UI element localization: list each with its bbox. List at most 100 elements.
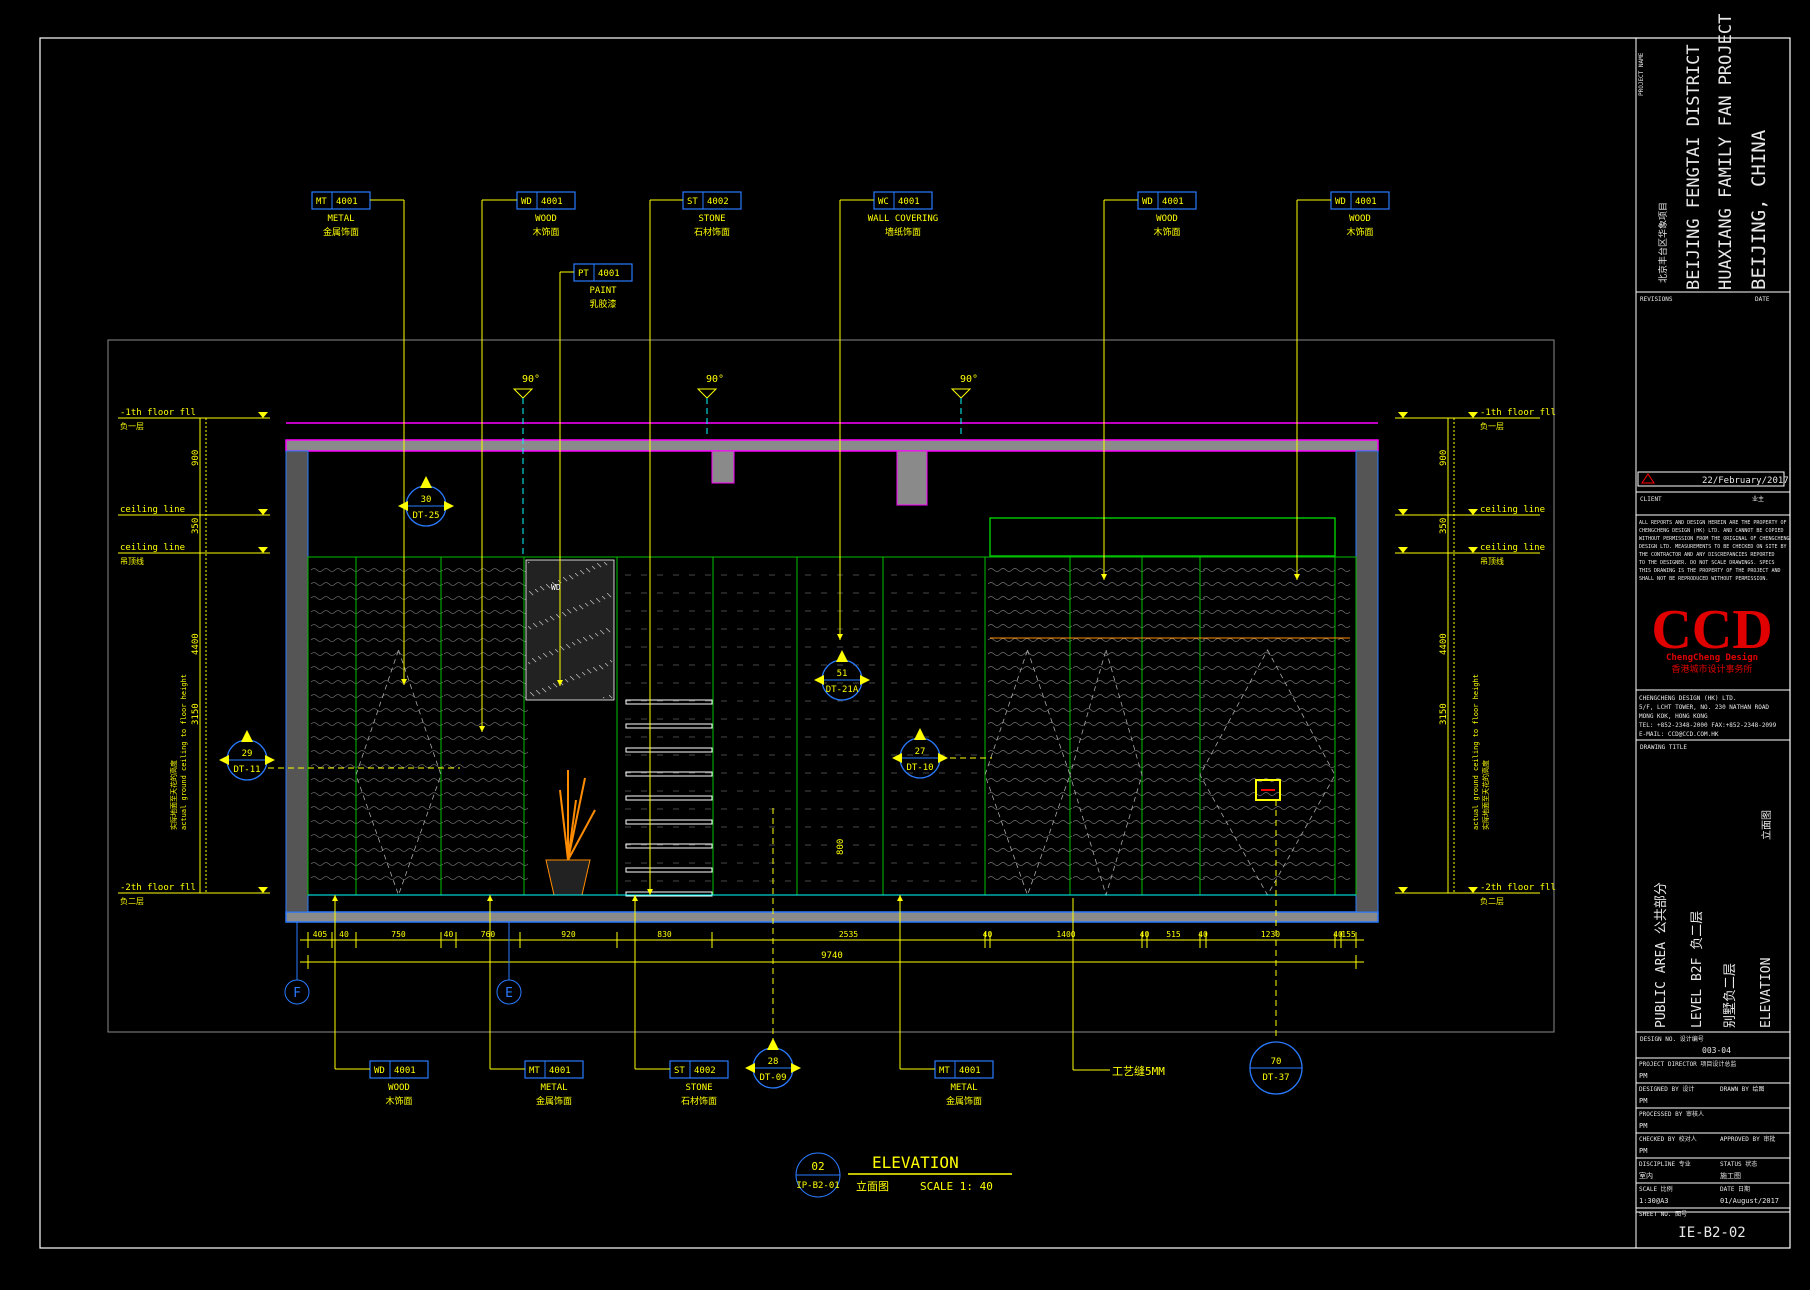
stone-speckle — [602, 668, 604, 670]
level-label-right-cn: 负一层 — [1480, 421, 1504, 431]
stone-speckle — [589, 671, 591, 673]
section-arrow-icon — [860, 675, 870, 685]
stone-speckle — [575, 573, 577, 575]
stone-speckle — [546, 656, 548, 658]
wood-grain — [358, 708, 444, 712]
wood-grain — [358, 834, 444, 838]
section-ref: DT-21A — [826, 685, 859, 695]
title-number: 02 — [811, 1160, 824, 1173]
wood-grain — [443, 806, 529, 810]
stone-speckle — [582, 672, 584, 674]
stone-speckle — [528, 562, 530, 564]
decor — [545, 770, 1281, 896]
stone-speckle — [568, 610, 570, 612]
titleblock-row-value2: 01/August/2017 — [1720, 1197, 1779, 1205]
stone-speckle — [591, 601, 593, 603]
angle-mark-label: 90° — [960, 374, 978, 385]
section-arrow-icon — [892, 753, 902, 763]
wood-grain — [1202, 722, 1336, 726]
level-triangle-icon — [1398, 547, 1408, 553]
stone-speckle — [545, 655, 547, 657]
stone-speckle — [606, 628, 608, 630]
callout-top-cn: 金属饰面 — [323, 226, 359, 238]
wood-grain — [1144, 638, 1206, 642]
stone-speckle — [581, 571, 583, 573]
section-number: 29 — [242, 749, 253, 759]
stone-speckle — [533, 623, 535, 625]
wood-grain — [1337, 722, 1351, 726]
wood-grain — [1337, 764, 1351, 768]
wood-grain — [1337, 652, 1351, 656]
stone-speckle — [552, 582, 554, 584]
drawing-title-line-4: ELEVATION — [1759, 958, 1774, 1028]
stone-speckle — [604, 598, 606, 600]
titleblock-row-label2: DATE 日期 — [1720, 1185, 1750, 1193]
ccd-logo-sub-cn: 香港城市设计事务所 — [1671, 663, 1752, 675]
stone-speckle — [554, 684, 556, 686]
callout-top-cn: 石材饰面 — [694, 226, 730, 238]
stone-speckle — [599, 565, 601, 567]
wood-grain — [1202, 680, 1336, 684]
client-label: CLIENT — [1640, 496, 1662, 503]
dim-total: 9740 — [821, 951, 843, 961]
title-block: PROJECT NAME 北京丰台区华象项目 BEIJING FENGTAI D… — [1636, 14, 1790, 1241]
wood-grain — [987, 694, 1073, 698]
stone-speckle — [560, 646, 562, 648]
project-line-2: HUAXIANG FAMILY FAN PROJECT — [1716, 14, 1736, 290]
title-name: ELEVATION — [872, 1153, 959, 1172]
wood-grain — [1144, 778, 1206, 782]
dim-value: 760 — [481, 930, 496, 939]
dim-value: 830 — [657, 930, 672, 939]
stone-speckle — [537, 591, 539, 593]
wood-grain — [1072, 596, 1146, 600]
stone-speckle — [590, 636, 592, 638]
title-scale: SCALE 1: 40 — [920, 1180, 993, 1193]
revision-row — [1637, 471, 1785, 487]
stone-speckle — [534, 624, 536, 626]
stone-speckle — [557, 615, 559, 617]
stone-speckle — [569, 575, 571, 577]
callout-bottom-num: 4001 — [959, 1066, 981, 1076]
wood-grain — [1072, 568, 1146, 572]
callout-top-num: 4002 — [707, 197, 729, 207]
view-title: 02 IP-B2-01 ELEVATION 立面图 SCALE 1: 40 — [795, 1152, 1012, 1198]
wood-grain — [987, 568, 1073, 572]
stone-speckle — [531, 693, 533, 695]
callout-top-num: 4001 — [598, 269, 620, 279]
stone-speckle — [557, 651, 559, 653]
stone-speckle — [553, 619, 555, 621]
stone-speckle — [555, 585, 557, 587]
stone-speckle — [565, 679, 567, 681]
section-arrow-icon — [265, 755, 275, 765]
callout-bottom-cn: 金属饰面 — [946, 1095, 982, 1107]
wood-grain — [1144, 834, 1206, 838]
stone-speckle — [571, 577, 573, 579]
wood-grain — [1072, 834, 1146, 838]
wood-grain — [310, 694, 360, 698]
callout-top-arrow-icon — [401, 679, 407, 685]
stone-shelf — [625, 843, 713, 849]
stone-speckle — [546, 620, 548, 622]
wood-grain — [1337, 638, 1351, 642]
stone-speckle — [567, 609, 569, 611]
stone-speckle — [550, 616, 552, 618]
stone-speckle — [611, 661, 613, 663]
level-triangle-icon — [1468, 412, 1478, 418]
stone-speckle — [556, 614, 558, 616]
dim-value: 40 — [1198, 930, 1208, 939]
stone-speckle — [532, 658, 534, 660]
wood-grain — [358, 792, 444, 796]
section-arrow-icon — [836, 650, 848, 662]
stone-speckle — [532, 594, 534, 596]
wood-grain — [443, 820, 529, 824]
level-label-right: -1th floor fll — [1480, 408, 1556, 418]
wood-grain — [443, 778, 529, 782]
stone-speckle — [531, 593, 533, 595]
stone-speckle — [535, 589, 537, 591]
wood-grain — [1072, 778, 1146, 782]
wood-grain — [358, 652, 444, 656]
stone-speckle — [610, 696, 612, 698]
callout-bottom-arrow-icon — [332, 895, 338, 901]
section-ref: DT-25 — [412, 511, 439, 521]
